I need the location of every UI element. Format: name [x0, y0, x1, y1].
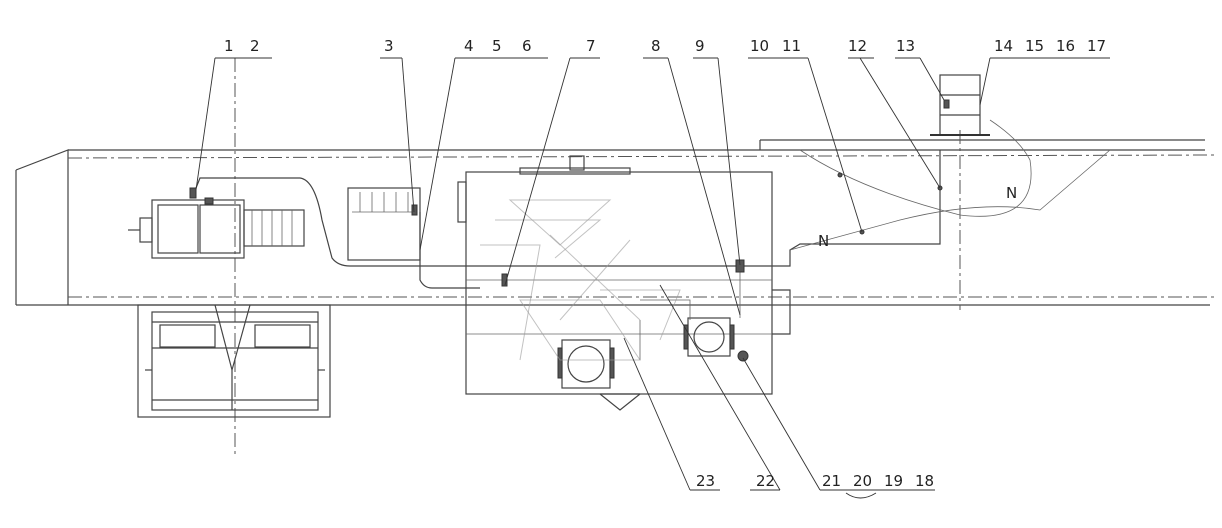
callout-15: 15 — [1025, 37, 1044, 55]
callout-16: 16 — [1056, 37, 1075, 55]
callout-4: 4 — [464, 37, 474, 55]
callout-9: 9 — [695, 37, 705, 55]
right-brake-chamber — [683, 317, 749, 362]
callout-1: 1 — [224, 37, 234, 55]
callout-10: 10 — [750, 37, 769, 55]
pipe-marker-2: N — [1006, 184, 1017, 202]
callout-6: 6 — [522, 37, 532, 55]
callout-2: 2 — [250, 37, 260, 55]
callout-17: 17 — [1087, 37, 1106, 55]
battery-box — [347, 187, 421, 261]
callout-18: 18 — [915, 472, 934, 490]
compressor-unit — [128, 187, 305, 259]
callout-5: 5 — [492, 37, 502, 55]
callout-12: 12 — [848, 37, 867, 55]
lower-tank-assembly — [137, 304, 331, 418]
callout-3: 3 — [384, 37, 394, 55]
watermark-logo — [480, 199, 681, 361]
callout-14: 14 — [994, 37, 1013, 55]
bottom-leader-lines — [623, 284, 935, 499]
left-brake-chamber — [557, 339, 615, 389]
callout-11: 11 — [782, 37, 801, 55]
callout-20: 20 — [853, 472, 872, 490]
callout-labels: 1 2 3 4 5 6 7 8 9 10 11 12 13 14 15 16 1… — [224, 37, 1106, 490]
air-pipelines — [195, 119, 1111, 360]
callout-19: 19 — [884, 472, 903, 490]
callout-22: 22 — [756, 472, 775, 490]
chassis-frame — [15, 58, 1216, 455]
pipe-marker-1: N — [818, 232, 829, 250]
callout-23: 23 — [696, 472, 715, 490]
callout-8: 8 — [651, 37, 661, 55]
callout-7: 7 — [586, 37, 596, 55]
upper-right-tank — [930, 74, 990, 136]
callout-21: 21 — [822, 472, 841, 490]
central-cabin-frame — [457, 155, 773, 411]
callout-13: 13 — [896, 37, 915, 55]
top-leader-lines — [195, 57, 1110, 316]
